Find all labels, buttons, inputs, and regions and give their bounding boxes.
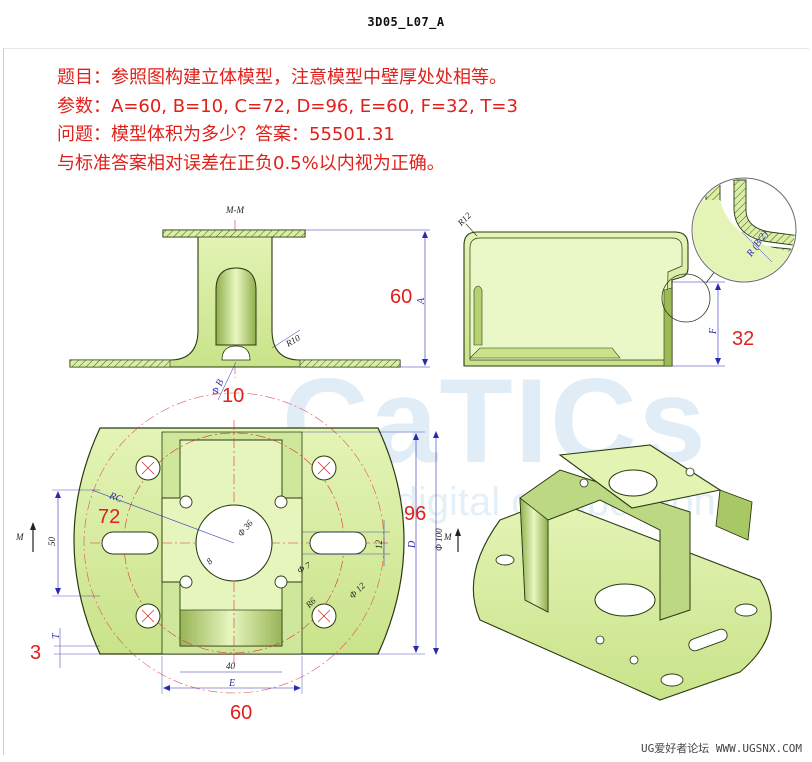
value-a: 60 [390,286,413,308]
dim-f-label: F [708,327,719,335]
dim-r12-label: R12 [455,210,473,228]
problem-statement: 题目：参照图构建立体模型，注意模型中壁厚处处相等。 参数：A=60, B=10,… [57,64,518,178]
value-b: 10 [222,385,245,407]
problem-tolerance-line: 与标准答案相对误差在正负0.5%以内视为正确。 [57,152,445,174]
forum-watermark: UG爱好者论坛 WWW.UGSNX.COM [641,742,802,755]
value-c: 72 [98,506,121,528]
top-view: RC Φ 36 Φ 7 Φ 12 R6 8 12 D Φ 100 5 [15,392,461,694]
document-title: 3D05_L07_A [367,15,445,29]
dim-12-label: 12 [374,540,384,550]
detail-view: R (B/2) [691,177,797,283]
dim-d-label: D [407,540,418,549]
section-mark-left: M [15,532,24,542]
value-f: 32 [732,328,755,350]
dim-phi100-label: Φ 100 [434,528,444,551]
isometric-view [472,444,772,701]
dim-8-label: 8 [204,556,215,567]
problem-title-line: 题目：参照图构建立体模型，注意模型中壁厚处处相等。 [57,67,507,88]
sheet-border [3,48,809,755]
dim-50-label: 50 [47,537,57,547]
section-label: M-M [225,205,244,215]
section-view-mm: M-M A R10 Φ B [69,205,430,401]
value-d: 96 [404,503,427,525]
mount-holes [135,455,337,629]
dim-e-label: E [228,678,235,689]
dim-a-label: A [416,297,427,305]
problem-params-line: 参数：A=60, B=10, C=72, D=96, E=60, F=32, T… [57,95,518,117]
value-e: 60 [230,702,253,724]
dim-t-label: T [51,632,62,639]
dim-rc-label: RC [107,490,124,505]
side-view: F R12 [455,210,725,367]
dim-r10-label: R10 [283,332,302,349]
section-mark-right: M [443,532,452,542]
dim-40-label: 40 [226,661,236,671]
value-t: 3 [30,642,42,664]
problem-question-line: 问题：模型体积为多少？答案：55501.31 [57,124,395,145]
